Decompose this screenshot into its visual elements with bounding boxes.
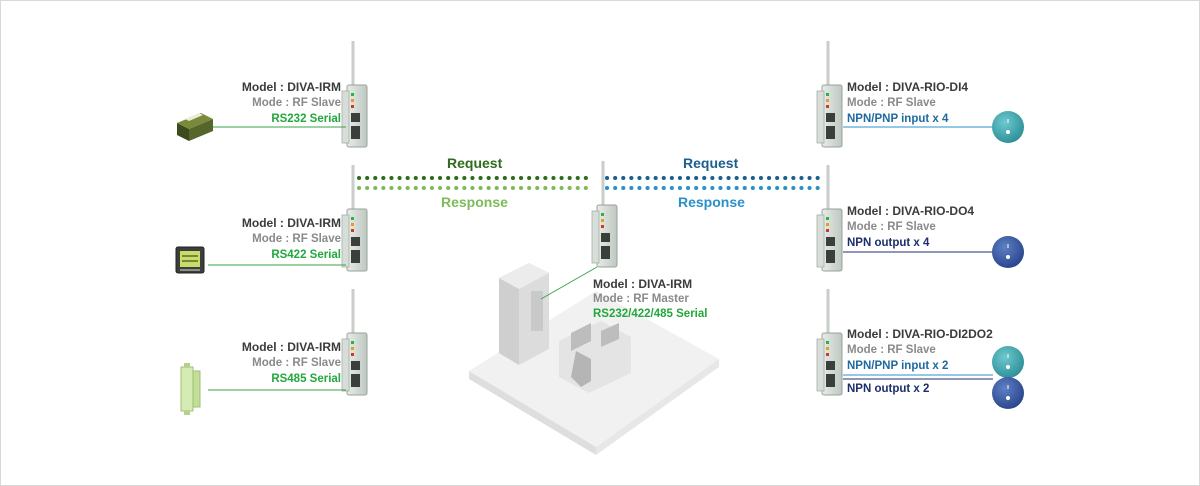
rio-3-mode: Mode : RF Slave bbox=[847, 344, 936, 356]
rio-device-di2do2 bbox=[815, 287, 844, 397]
slave-2-mode: Mode : RF Slave bbox=[252, 233, 341, 245]
left-request-label: Request bbox=[447, 155, 503, 171]
irm-slave-device-1 bbox=[340, 39, 369, 149]
irm-slave-device-3 bbox=[340, 287, 369, 397]
slave-3-mode: Mode : RF Slave bbox=[252, 357, 341, 369]
slave-3-model: Model : DIVA-IRM bbox=[241, 340, 341, 354]
rio-1-mode: Mode : RF Slave bbox=[847, 97, 936, 109]
slave-1-model: Model : DIVA-IRM bbox=[241, 80, 341, 94]
rio-1-model: Model : DIVA-RIO-DI4 bbox=[847, 80, 969, 94]
input-sensor-icon bbox=[992, 346, 1024, 378]
rio-2-io: NPN output x 4 bbox=[847, 237, 930, 249]
din-module-icon bbox=[180, 363, 201, 415]
power-meter-icon bbox=[175, 246, 205, 274]
slave-1-mode: Mode : RF Slave bbox=[252, 97, 341, 109]
rio-3-model: Model : DIVA-RIO-DI2DO2 bbox=[847, 327, 993, 341]
rio-3-io-output: NPN output x 2 bbox=[847, 383, 930, 395]
control-room-illustration bbox=[469, 263, 719, 455]
master-model: Model : DIVA-IRM bbox=[593, 277, 693, 291]
master-mode: Mode : RF Master bbox=[593, 293, 689, 305]
rio-device-do4 bbox=[815, 163, 844, 273]
right-request-label: Request bbox=[683, 155, 739, 171]
rio-2-mode: Mode : RF Slave bbox=[847, 221, 936, 233]
input-sensor-icon bbox=[992, 111, 1024, 143]
slave-3-interface: RS485 Serial bbox=[271, 373, 341, 385]
irm-slave-device-2 bbox=[340, 163, 369, 273]
irm-master-device bbox=[590, 159, 619, 269]
left-response-label: Response bbox=[441, 194, 508, 210]
printer-icon bbox=[177, 113, 213, 141]
rio-3-io-input: NPN/PNP input x 2 bbox=[847, 360, 949, 372]
right-response-label: Response bbox=[678, 194, 745, 210]
output-actuator-icon bbox=[992, 236, 1024, 268]
slave-2-model: Model : DIVA-IRM bbox=[241, 216, 341, 230]
slave-2-interface: RS422 Serial bbox=[271, 249, 341, 261]
rio-device-di4 bbox=[815, 39, 844, 149]
slave-1-interface: RS232 Serial bbox=[271, 113, 341, 125]
rio-2-model: Model : DIVA-RIO-DO4 bbox=[847, 204, 975, 218]
master-interface: RS232/422/485 Serial bbox=[593, 308, 708, 320]
output-actuator-icon bbox=[992, 377, 1024, 409]
rio-1-io: NPN/PNP input x 4 bbox=[847, 113, 949, 125]
